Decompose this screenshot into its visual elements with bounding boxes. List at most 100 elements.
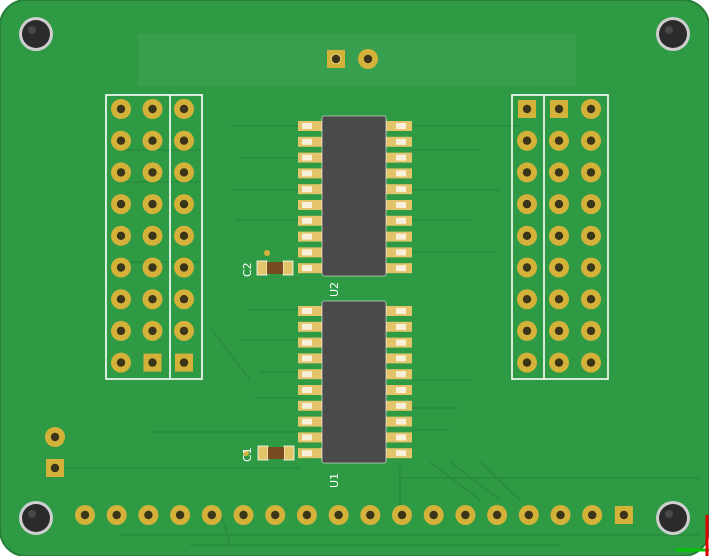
- pad-drill-hole: [556, 510, 565, 520]
- ic-pin-pad-highlight: [396, 249, 406, 256]
- pad-drill-hole: [116, 326, 126, 336]
- pad-drill-hole: [554, 199, 564, 209]
- pad-drill-hole: [522, 263, 532, 272]
- pad-drill-hole: [331, 54, 341, 64]
- header-right-silkscreen: [511, 94, 609, 380]
- ic-pin-pad-highlight: [396, 371, 406, 378]
- ic-u1-pads: [298, 306, 412, 459]
- mounting-hole-highlight: [665, 26, 673, 34]
- ic-pin-pad-highlight: [396, 233, 406, 240]
- pad-drill-hole: [586, 136, 596, 145]
- ic-pin-pad-highlight: [396, 323, 406, 330]
- pad-drill-hole: [144, 510, 153, 520]
- pad-drill-hole: [586, 326, 596, 336]
- mounting-hole: [22, 504, 50, 532]
- pad-drill-hole: [619, 510, 629, 520]
- pad-drill-hole: [80, 510, 90, 520]
- trace: [479, 461, 521, 501]
- pad-drill-hole: [116, 199, 126, 209]
- ic-pin-pad-highlight: [302, 371, 312, 378]
- ic-pin-pad-highlight: [396, 265, 406, 272]
- pad-drill-hole: [50, 463, 60, 473]
- pad-drill-hole: [522, 358, 532, 367]
- ic-pin-pad-highlight: [302, 249, 312, 256]
- ic-pin-pad-highlight: [396, 154, 406, 161]
- pad-drill-hole: [271, 510, 280, 520]
- capacitor-c2-polarity-mark: [264, 250, 270, 256]
- ic-pin-pad-highlight: [396, 402, 406, 409]
- pad-drill-hole: [429, 510, 438, 520]
- ic-pin-pad-highlight: [396, 418, 406, 425]
- pad-drill-hole: [522, 136, 532, 145]
- pad-drill-hole: [116, 295, 126, 304]
- ic-pin-pad-highlight: [396, 217, 406, 224]
- pad-drill-hole: [179, 295, 189, 304]
- pad-drill-hole: [461, 510, 470, 520]
- capacitor-c2-pad: [256, 260, 268, 276]
- ic-u2: U2: [298, 115, 412, 297]
- pad-drill-hole: [586, 295, 596, 304]
- pad-drill-hole: [239, 510, 248, 520]
- ic-pin-pad-highlight: [302, 217, 312, 224]
- pad-drill-hole: [363, 54, 373, 64]
- mounting-hole: [659, 20, 687, 48]
- pad-drill-hole: [554, 295, 564, 304]
- pad-drill-hole: [179, 136, 189, 145]
- mounting-hole-layer: [19, 17, 690, 535]
- capacitor-c1-polarity-mark: [243, 450, 249, 456]
- pad-drill-hole: [586, 104, 596, 114]
- ic-pin-pad-highlight: [302, 170, 312, 177]
- pad-drill-hole: [522, 295, 532, 304]
- trace: [449, 461, 501, 501]
- pad-drill-hole: [554, 263, 564, 272]
- mounting-hole-highlight: [665, 510, 673, 518]
- mounting-hole-highlight: [28, 510, 36, 518]
- pad-drill-hole: [179, 263, 189, 272]
- pad-drill-hole: [148, 199, 157, 209]
- ic-u2-body: [321, 115, 387, 277]
- capacitor-c1-pad: [257, 445, 269, 461]
- ic-pin-pad-highlight: [396, 387, 406, 393]
- ic-pin-pad-highlight: [396, 450, 406, 457]
- pad-drill-hole: [586, 168, 596, 177]
- pad-drill-hole: [554, 358, 564, 367]
- pad-drill-hole: [112, 510, 121, 520]
- pad-drill-hole: [524, 510, 533, 520]
- ic-pin-pad-highlight: [396, 202, 406, 208]
- pad-drill-hole: [116, 104, 126, 114]
- ic-pin-pad-highlight: [302, 387, 312, 393]
- ic-pin-pad-highlight: [302, 138, 312, 145]
- pad-drill-hole: [179, 358, 189, 367]
- pad-drill-hole: [554, 231, 564, 240]
- pad-drill-hole: [397, 510, 407, 520]
- capacitor-c1: C1: [241, 445, 295, 462]
- pad-drill-hole: [179, 199, 189, 209]
- pad-drill-hole: [554, 136, 564, 145]
- pad-drill-hole: [148, 168, 157, 177]
- ic-pin-pad-highlight: [396, 355, 406, 362]
- pad-drill-hole: [522, 104, 532, 114]
- ic-pin-pad-highlight: [302, 450, 312, 457]
- pad-drill-hole: [366, 510, 375, 520]
- capacitor-c2-body: [267, 262, 283, 274]
- origin-axes: [676, 515, 709, 556]
- ic-pin-pad-highlight: [302, 123, 312, 129]
- ic-pin-pad-highlight: [302, 339, 312, 346]
- header-left-silkscreen: [105, 94, 203, 380]
- capacitor-c1-pad: [283, 445, 295, 461]
- ic-pin-pad-highlight: [396, 308, 406, 314]
- capacitor-c2-designator: C2: [241, 262, 254, 277]
- ic-pin-pad-highlight: [302, 323, 312, 330]
- pad-drill-hole: [148, 136, 157, 145]
- ic-pin-pad-highlight: [302, 233, 312, 240]
- pad-drill-hole: [207, 510, 216, 520]
- pad-drill-hole: [522, 326, 532, 336]
- pad-drill-hole: [554, 168, 564, 177]
- trace: [211, 329, 251, 381]
- mounting-hole-highlight: [28, 26, 36, 34]
- pad-drill-hole: [50, 432, 60, 442]
- pad-drill-hole: [116, 358, 126, 367]
- copper-zone: [138, 34, 576, 86]
- pad-drill-hole: [334, 510, 343, 520]
- pad-drill-hole: [148, 231, 157, 240]
